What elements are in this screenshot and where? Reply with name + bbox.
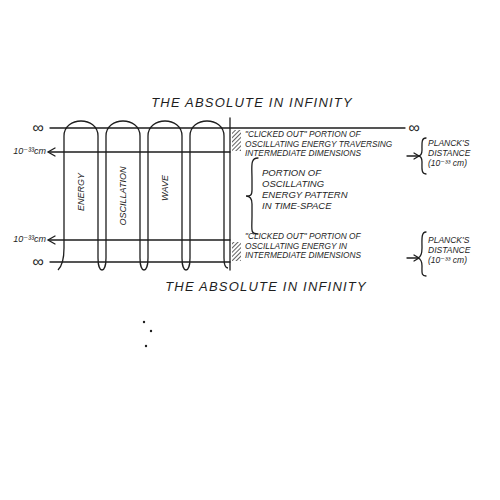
annotation: "CLICKED OUT" PORTION OF OSCILLATING ENE… bbox=[245, 232, 405, 261]
diagram-title: THE ABSOLUTE IN INFINITY bbox=[151, 96, 353, 111]
brace bbox=[246, 158, 258, 234]
infinity-line bbox=[50, 127, 405, 128]
oscillation-wave bbox=[58, 121, 228, 270]
annotation: "CLICKED OUT" PORTION OF OSCILLATING ENE… bbox=[245, 130, 405, 159]
brace bbox=[418, 232, 426, 276]
annotation: 10⁻³³cm bbox=[13, 234, 46, 244]
brace bbox=[418, 138, 426, 174]
footer-title: THE ABSOLUTE IN INFINITY bbox=[165, 280, 367, 295]
arrow-head bbox=[48, 236, 55, 244]
arrow-head bbox=[48, 148, 55, 156]
annotation: ∞ bbox=[408, 120, 419, 136]
dot bbox=[145, 345, 147, 347]
annotation: ∞ bbox=[32, 120, 43, 136]
wave-label: OSCILLATION bbox=[118, 167, 128, 226]
wave-label: ENERGY bbox=[76, 173, 86, 211]
boundary-line bbox=[229, 118, 230, 270]
hatched-block bbox=[232, 242, 241, 261]
arrow-line bbox=[407, 155, 418, 156]
wave-label: WAVE bbox=[160, 175, 170, 201]
hatched-block bbox=[232, 130, 241, 151]
dot bbox=[143, 321, 145, 323]
dot bbox=[150, 330, 152, 332]
annotation: PLANCK'S DISTANCE (10⁻³³ cm) bbox=[428, 236, 484, 265]
annotation: 10⁻³³cm bbox=[13, 146, 46, 156]
annotation: PLANCK'S DISTANCE (10⁻³³ cm) bbox=[428, 139, 484, 168]
annotation: PORTION OF OSCILLATING ENERGY PATTERN IN… bbox=[262, 168, 350, 212]
annotation: ∞ bbox=[32, 254, 43, 270]
